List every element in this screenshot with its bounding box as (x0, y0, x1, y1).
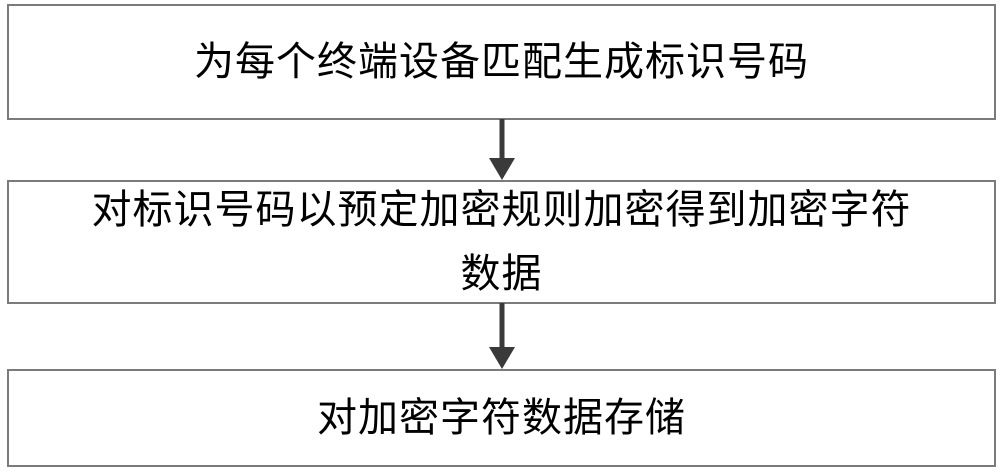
down-arrow-1-head (489, 158, 515, 180)
flow-step-1: 为每个终端设备匹配生成标识号码 (7, 4, 996, 120)
flow-step-2: 对标识号码以预定加密规则加密得到加密字符 数据 (7, 180, 996, 304)
flow-step-2-label-line-2: 数据 (460, 251, 543, 296)
flow-step-3: 对加密字符数据存储 (7, 369, 996, 467)
down-arrow-icon-2 (489, 303, 515, 369)
down-arrow-icon-1 (489, 119, 515, 180)
flow-step-1-label: 为每个终端设备匹配生成标识号码 (194, 39, 809, 84)
down-arrow-2-head (489, 347, 515, 369)
flow-step-2-label-line-1: 对标识号码以预定加密规则加密得到加密字符 (91, 187, 912, 232)
down-arrow-1-stem (499, 119, 505, 163)
down-arrow-2-stem (499, 303, 505, 352)
flow-step-3-label: 对加密字符数据存储 (317, 395, 686, 440)
